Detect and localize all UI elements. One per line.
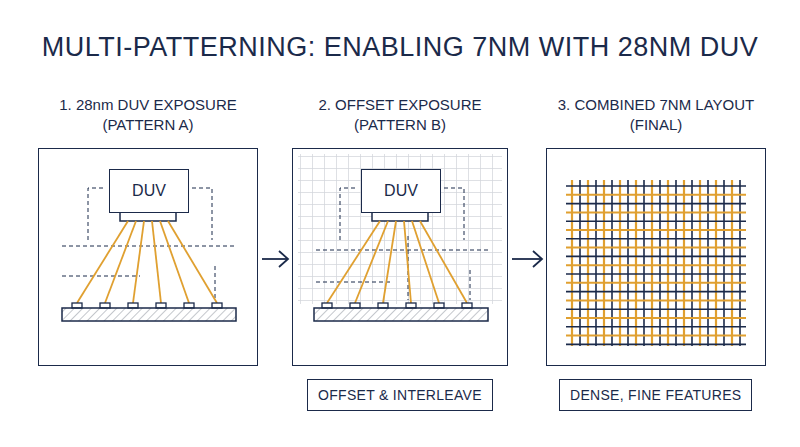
exposure-b: [298, 154, 502, 321]
source-label: DUV: [132, 182, 166, 200]
grid-line: [566, 317, 746, 319]
stage-heading: 1. 28nm DUV EXPOSURE (PATTERN A): [29, 95, 267, 135]
caption-box: OFFSET & INTERLEAVE: [307, 379, 493, 411]
flow-arrow: [262, 251, 288, 267]
grid-line: [603, 180, 605, 346]
grid-line: [595, 180, 597, 346]
grid-line: [566, 264, 746, 266]
stage-heading: 3. COMBINED 7NM LAYOUT (FINAL): [537, 95, 775, 135]
grid-line: [566, 185, 746, 187]
grid-line: [566, 335, 746, 337]
flow-arrow: [512, 251, 542, 267]
stage-panel: 2. OFFSET EXPOSURE (PATTERN B)DUV: [292, 148, 508, 366]
grid-line: [566, 220, 746, 222]
grid-line: [699, 180, 701, 346]
grid-line: [667, 180, 669, 346]
grid-line: [739, 180, 741, 346]
grid-line: [571, 180, 573, 346]
duv-source-box: DUV: [109, 169, 189, 213]
grid-line: [566, 256, 746, 258]
grid-line: [627, 180, 629, 346]
grid-line: [587, 180, 589, 346]
grid-line: [683, 180, 685, 346]
grid-line: [566, 344, 746, 346]
grid-line: [707, 180, 709, 346]
grid-line: [731, 180, 733, 346]
grid-line: [579, 180, 581, 346]
stage-panel: 3. COMBINED 7NM LAYOUT (FINAL): [546, 148, 766, 366]
grid-line: [566, 273, 746, 275]
grid-line: [619, 180, 621, 346]
source-label: DUV: [384, 182, 418, 200]
grid-line: [566, 211, 746, 213]
grid-line: [675, 180, 677, 346]
grid-line: [723, 180, 725, 346]
grid-line: [643, 180, 645, 346]
grid-line: [566, 238, 746, 240]
caption-label: OFFSET & INTERLEAVE: [318, 387, 482, 403]
grid-line: [611, 180, 613, 346]
grid-line: [566, 194, 746, 196]
grid-line: [566, 326, 746, 328]
grid-line: [659, 180, 661, 346]
diagram-title: MULTI-PATTERNING: ENABLING 7NM WITH 28NM…: [0, 32, 800, 63]
caption-box: DENSE, FINE FEATURES: [559, 379, 752, 411]
stage-heading: 2. OFFSET EXPOSURE (PATTERN B): [283, 95, 517, 135]
grid-line: [566, 291, 746, 293]
grid-line: [566, 229, 746, 231]
duv-source-box: DUV: [361, 169, 441, 213]
caption-label: DENSE, FINE FEATURES: [570, 387, 741, 403]
stage-panel: 1. 28nm DUV EXPOSURE (PATTERN A)DUV: [38, 148, 258, 366]
grid-line: [566, 247, 746, 249]
grid-line: [566, 299, 746, 301]
grid-line: [566, 308, 746, 310]
grid-line: [715, 180, 717, 346]
grid-line: [566, 203, 746, 205]
combined-grid: [566, 180, 746, 346]
grid-line: [635, 180, 637, 346]
grid-line: [651, 180, 653, 346]
grid-line: [691, 180, 693, 346]
grid-line: [566, 282, 746, 284]
